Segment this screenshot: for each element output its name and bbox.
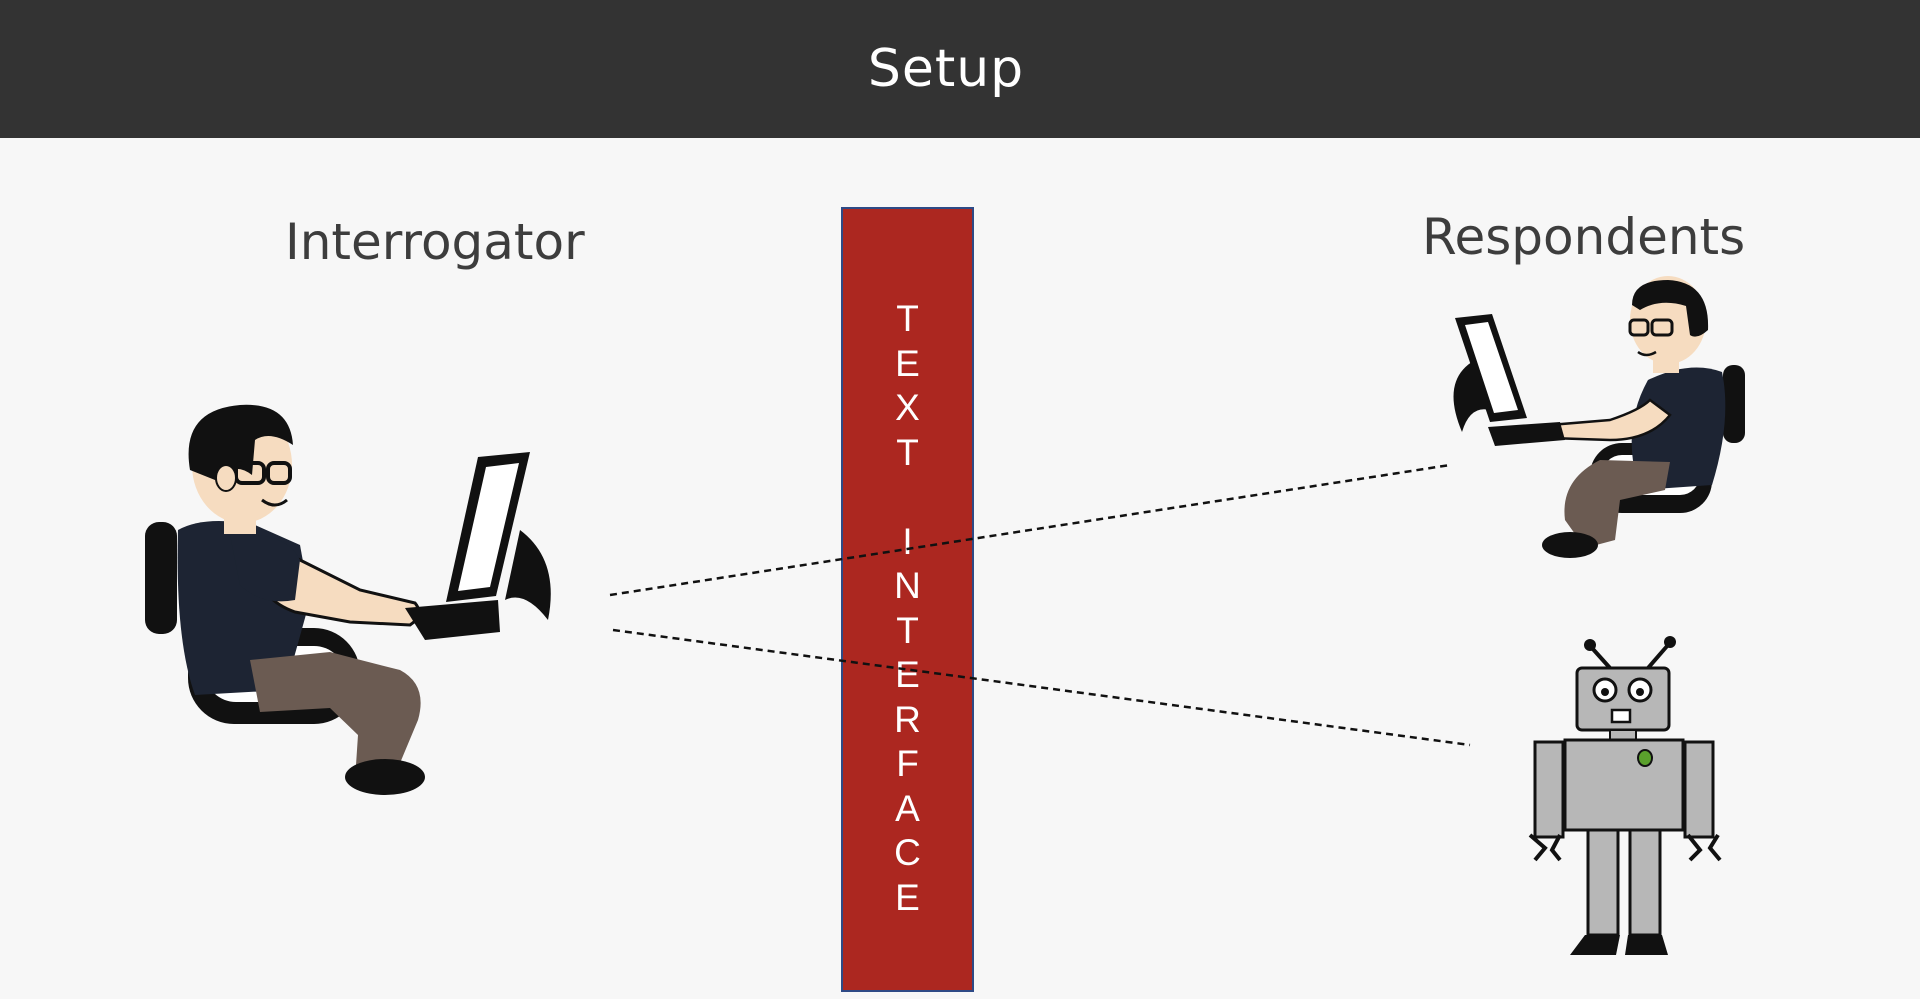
text-interface-letter: T <box>896 431 919 473</box>
connection-line-robot <box>612 628 1471 747</box>
interrogator-label: Interrogator <box>285 213 585 271</box>
text-interface-letter: X <box>895 387 920 428</box>
text-interface-letter: A <box>895 787 920 829</box>
text-interface-letter: T <box>896 609 919 651</box>
text-interface-letter: N <box>894 565 921 606</box>
text-interface-letter: C <box>894 832 921 873</box>
human-respondent-icon <box>1453 276 1745 558</box>
text-interface-letter: R <box>894 698 921 740</box>
text-interface-letter: E <box>895 342 920 384</box>
respondents-label: Respondents <box>1422 208 1746 266</box>
text-interface-letter: T <box>896 298 919 339</box>
slide-title: Setup <box>867 39 1025 99</box>
text-interface-letter: E <box>895 876 920 918</box>
text-interface-letter: E <box>895 654 920 695</box>
connection-line-human <box>609 463 1451 597</box>
text-interface-letter: I <box>902 520 913 562</box>
text-interface-letter: F <box>896 743 919 784</box>
interrogator-icon <box>145 404 551 795</box>
robot-respondent-icon <box>1528 636 1722 955</box>
slide-header: Setup <box>0 0 1920 138</box>
